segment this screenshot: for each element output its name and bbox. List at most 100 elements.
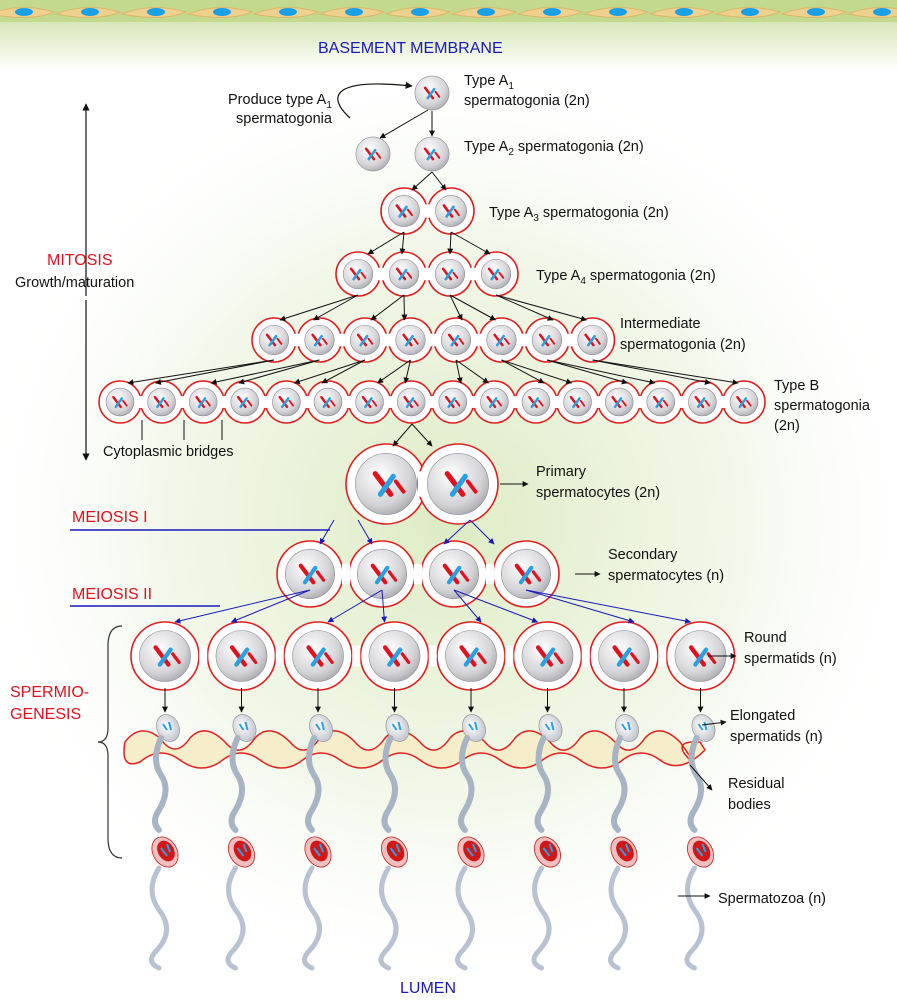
chromatin [466,843,477,857]
elongated-label-2: spermatids (n) [730,729,823,745]
type-a4-label: Type A4 spermatogonia (2n) [536,267,716,291]
primary-label-2: spermatocytes (2n) [536,485,661,501]
lineage-arrow [450,231,491,255]
cytoplasmic-bridge [658,645,667,667]
acrosome [463,840,481,862]
cytoplasmic-bridge [581,645,590,667]
chromosomes [493,333,510,347]
spermatozoon [608,836,638,971]
chromosomes [736,395,752,409]
intermediate-cells [251,317,616,363]
lineage-arrow [379,109,429,139]
type-a3-text: Type A [489,205,534,221]
cytoplasmic-bridge [423,267,431,281]
nucleus [81,8,99,16]
spermatid-head [156,714,180,742]
chromosomes [444,471,478,497]
chromosomes [402,333,419,347]
secondary-label-2: spermatocytes (n) [608,568,725,584]
meiosis-2-label: MEIOSIS II [72,586,153,603]
sperm-tail [302,865,322,971]
spermatozoon [225,836,256,971]
cytoplasmic-bridge [428,645,437,667]
nucleus [477,8,495,16]
basement-membrane-label: BASEMENT MEMBRANE [318,40,503,57]
cytoplasmic-bridge [429,333,438,347]
cytoplasmic-bridge [719,396,728,408]
chromosomes [356,333,374,347]
lineage-arrow [469,519,495,545]
sperm-tail [531,865,552,971]
lineage-arrow [411,171,433,191]
lineage-arrow [546,359,628,385]
lineage-arrow [399,231,406,255]
sperm-tail [684,865,705,971]
chromosomes [236,395,253,409]
sperm-tail [225,865,246,971]
lineage-arrow [449,294,497,321]
type-a3-rest: spermatogonia (2n) [538,205,669,221]
lineage-arrow [377,359,411,384]
cytoplasmic-bridges-label: Cytoplasmic bridges [103,444,234,460]
lineage-arrow [431,171,447,191]
chromosomes [688,645,717,667]
chromatin [542,843,554,857]
acrosome [539,840,558,862]
cytoplasmic-bridge [486,563,494,585]
lineage-arrow [411,423,433,447]
spermatid-tail [687,735,704,833]
chromosomes [459,645,487,667]
chromosomes [112,395,128,409]
lineage-arrow [174,589,311,624]
chromosomes [311,333,328,347]
type-a2-label: Type A2 spermatogonia (2n) [464,138,644,162]
chromosomes [229,645,258,667]
chromatin [621,721,631,731]
spermatid-head [385,714,410,742]
acrosome [386,840,405,862]
cytoplasmic-bridge [469,267,477,281]
type-a1-label-2: spermatogonia (2n) [464,93,590,109]
type-a2-cells [355,136,450,172]
type-a3-cells [380,187,475,235]
cytoplasmic-bridge [594,396,603,408]
lumen-label: LUMEN [400,980,457,997]
spermatid-head [538,714,563,742]
spermatid-tail [611,735,628,833]
secondary-spermatocytes [276,540,560,608]
primary-spermatocytes [345,443,499,525]
spermatid-head [462,714,486,742]
spermiogenesis-brace [97,625,123,859]
chromosomes [364,147,382,161]
chromosomes [278,395,295,409]
lineage-arrow [230,589,311,623]
mitosis-label: MITOSIS [47,252,113,269]
lineage-arrow [453,589,539,623]
lineage-arrow [367,231,405,255]
spermatozoon [149,836,179,971]
spermiogenesis-label: SPERMIO- [10,684,90,701]
basement-membrane [0,0,897,72]
chromatin [162,721,172,731]
chromosomes [423,147,441,161]
nucleus [213,8,231,16]
elongated-spermatid [458,714,486,833]
lineage-arrow [312,294,359,321]
type-a1-cell [414,75,450,111]
chromosomes [298,563,326,585]
cytoplasmic-bridge [511,396,520,408]
cytoplasmic-bridge [677,396,686,408]
lineage-arrow [525,589,635,624]
nucleus [807,8,825,16]
phase-guides [70,81,413,859]
chromosomes [403,395,419,409]
spermatozoon [378,836,409,971]
type-a4-cells [335,251,519,297]
cytoplasmic-bridge [520,333,529,347]
spermatozoa-label: Spermatozoa (n) [718,891,826,907]
chromosomes [514,563,542,585]
chromatin [391,721,402,731]
lineage-arrow [689,764,713,791]
chromosomes [265,333,283,347]
chromosomes [444,395,461,409]
